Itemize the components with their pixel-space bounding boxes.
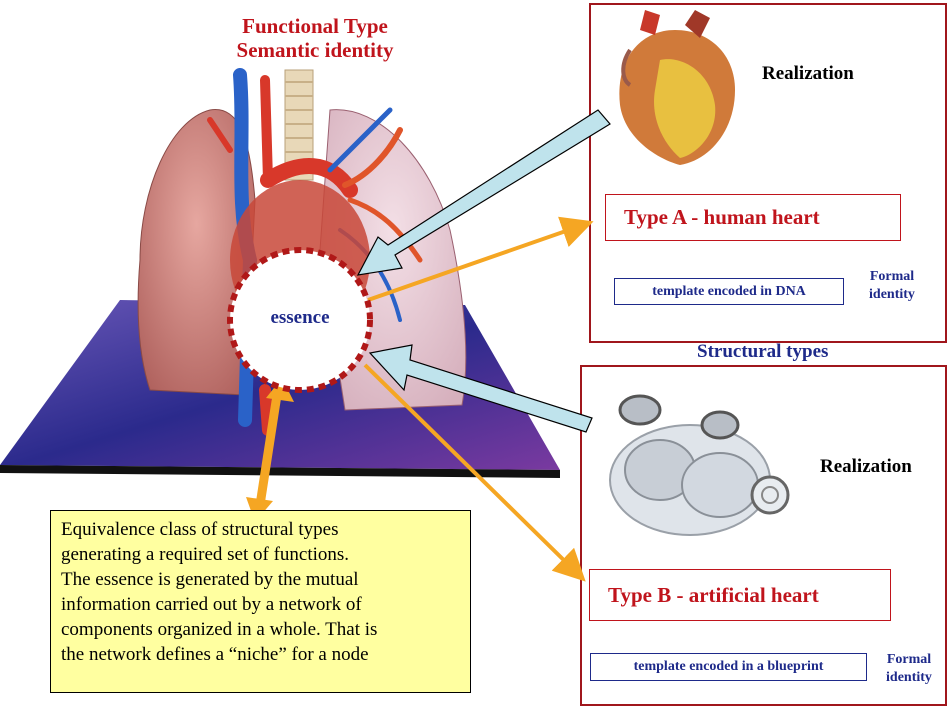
arrow-to-type-a: [368, 224, 586, 300]
note-line: generating a required set of functions.: [61, 542, 460, 567]
equivalence-note: Equivalence class of structural types ge…: [50, 510, 471, 693]
essence-label: essence: [250, 307, 350, 329]
note-line: The essence is generated by the mutual: [61, 567, 460, 592]
note-line: the network defines a “niche” for a node: [61, 642, 460, 667]
note-line: components organized in a whole. That is: [61, 617, 460, 642]
arrow-from-human-heart: [358, 110, 610, 275]
note-line: Equivalence class of structural types: [61, 517, 460, 542]
note-line: information carried out by a network of: [61, 592, 460, 617]
arrow-from-artificial-heart: [370, 345, 592, 432]
double-arrow-essence-note: [246, 378, 294, 522]
